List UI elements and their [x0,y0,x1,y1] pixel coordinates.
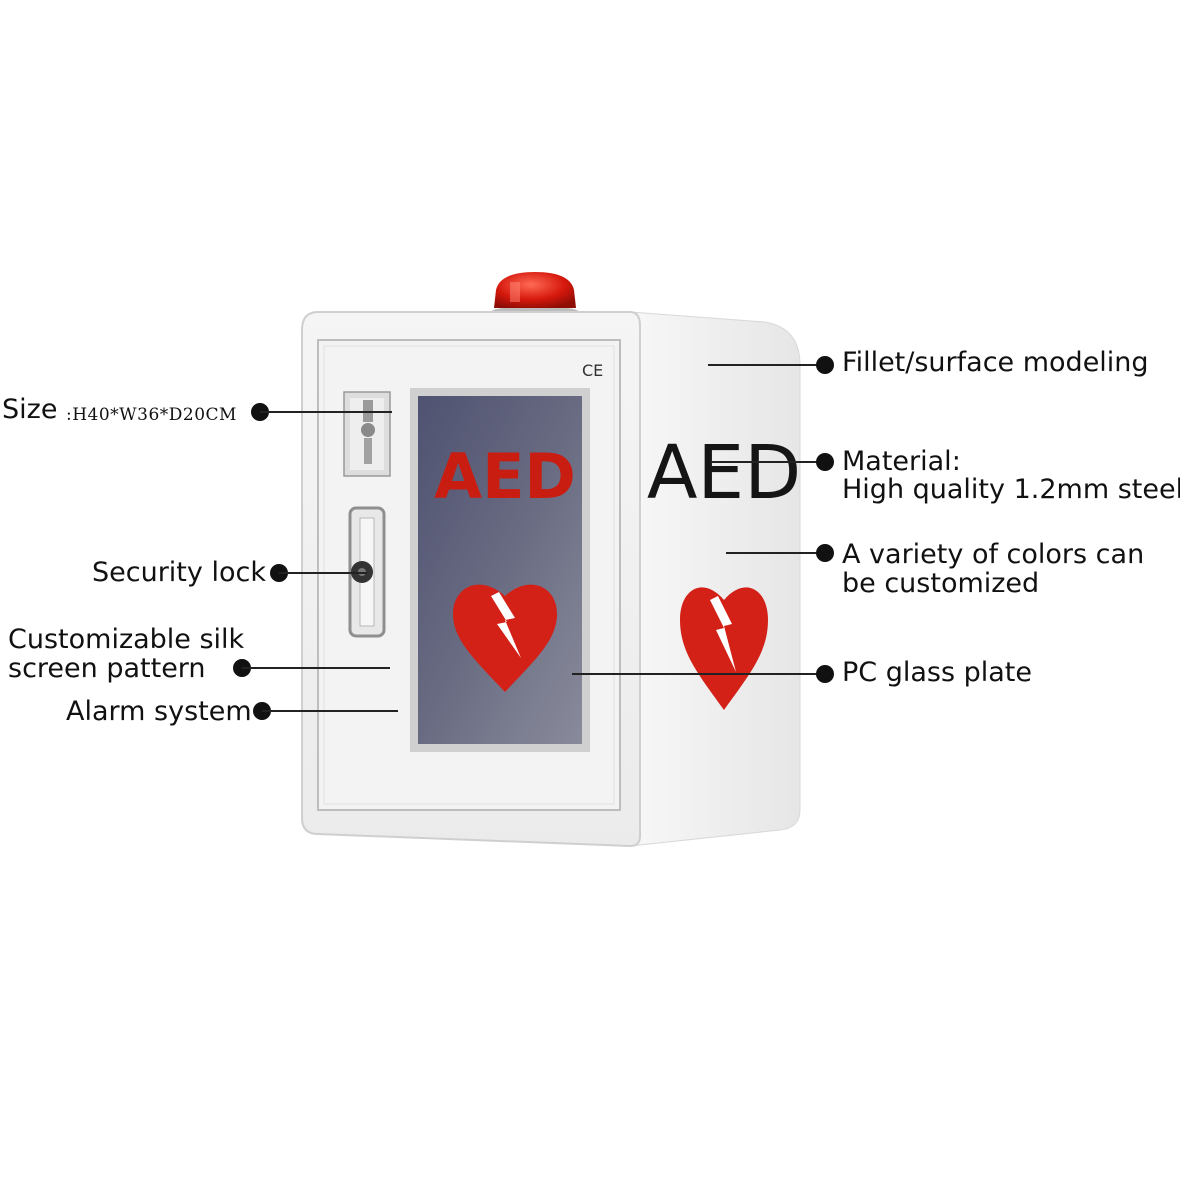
silk-screen-callout-line [242,667,390,669]
front-aed-text: AED [434,440,576,513]
material-callout-dot [816,453,834,471]
front-heart-bolt-icon [453,584,557,692]
silk-screen-label-line1: Customizable silk [8,624,245,655]
pc-glass-callout-line [572,673,824,675]
fillet-callout-dot [816,356,834,374]
pc-glass-callout-dot [816,665,834,683]
material-label-line1: Material: [842,446,961,477]
material-callout-line [712,461,824,463]
side-aed-text: AED [647,430,801,516]
size-value: :H40*W36*D20CM [66,405,237,425]
alarm-system-label: Alarm system [66,696,252,727]
colors-callout-line [726,552,824,554]
size-callout-line [260,411,392,413]
alarm-system-callout-line [262,710,398,712]
fillet-label: Fillet/surface modeling [842,347,1149,378]
cabinet-side-panel [629,311,801,847]
side-heart-bolt-icon [680,587,768,710]
silk-screen-label-line2: screen pattern [8,653,206,684]
pc-glass-label: PC glass plate [842,657,1033,688]
security-lock-label: Security lock [92,557,266,588]
ce-mark: CE [582,361,603,380]
pc-glass-plate [410,388,590,752]
colors-callout-dot [816,544,834,562]
colors-label-line2: be customized [842,568,1040,599]
colors-label-line1: A variety of colors can [842,539,1145,570]
size-label: Size [2,394,58,425]
fillet-callout-line [708,364,824,366]
key-window [343,391,391,477]
material-label-line2: High quality 1.2mm steel [842,474,1180,505]
security-lock-callout-line [279,572,367,574]
